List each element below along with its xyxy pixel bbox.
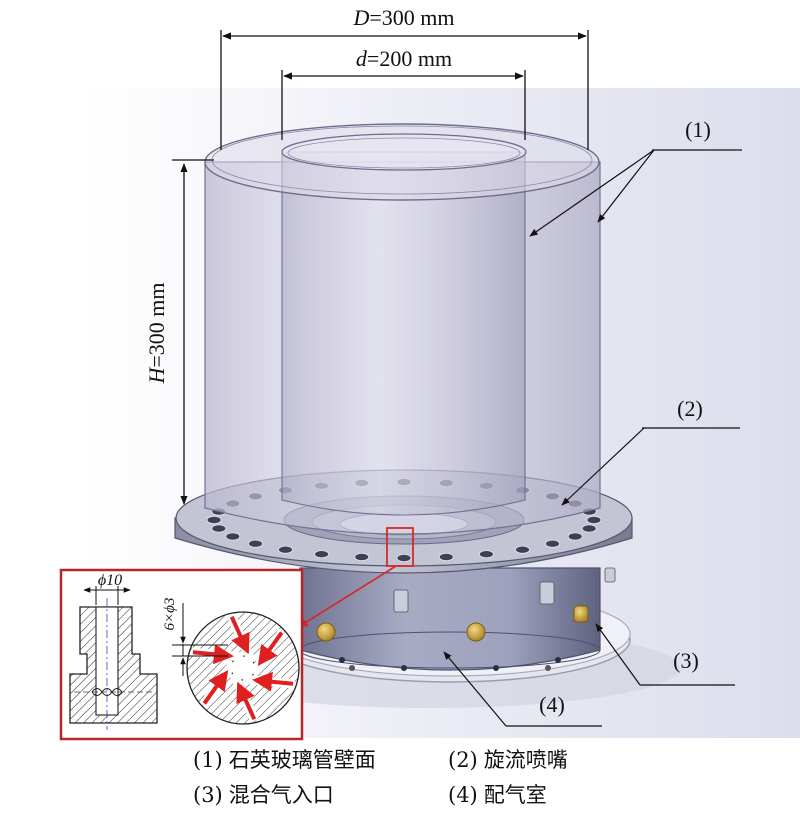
- nozzle-section-view: ϕ10: [69, 572, 158, 730]
- outer-diameter-value: =300 mm: [369, 5, 454, 30]
- height-symbol: H: [144, 367, 169, 385]
- legend-2-text: 旋流喷嘴: [484, 748, 568, 772]
- legend-4-text: 配气室: [484, 783, 547, 807]
- nozzle-hole: [248, 539, 263, 548]
- nozzle-hole: [225, 532, 241, 541]
- nozzle-hole: [478, 550, 494, 559]
- nozzle-detail-inset: ϕ10 6×ϕ3: [59, 568, 304, 741]
- nozzle-hole: [211, 524, 227, 533]
- holes-label: 6×ϕ3: [162, 598, 178, 631]
- flow-arrow: [192, 644, 234, 665]
- legend-3-number: (3): [193, 783, 223, 807]
- dimension-height: H=300 mm: [144, 159, 214, 505]
- nozzle-hole: [206, 516, 222, 525]
- dimension-inner-diameter: d=200 mm: [281, 46, 526, 140]
- height-value: =300 mm: [144, 282, 169, 367]
- legend-1-text: 石英玻璃管壁面: [229, 748, 376, 772]
- dimension-outer-diameter: D=300 mm: [220, 5, 589, 150]
- svg-text:d=200 mm: d=200 mm: [356, 46, 452, 71]
- svg-text:(2)旋流喷嘴: (2)旋流喷嘴: [448, 748, 568, 772]
- svg-text:(1)石英玻璃管壁面: (1)石英玻璃管壁面: [193, 748, 376, 772]
- swirl-slots: [190, 613, 296, 723]
- nozzle-hole: [396, 554, 412, 563]
- nozzle-hole: [586, 516, 602, 525]
- mixed-gas-inlet-fittings: [316, 605, 589, 642]
- swirl-top-view: 6×ϕ3: [162, 598, 300, 725]
- detail-pointer-arrow: [298, 565, 397, 627]
- callout-1-label: (1): [685, 117, 711, 142]
- callout-2-label: (2): [677, 396, 703, 421]
- legend-3-text: 混合气入口: [229, 783, 334, 807]
- callout-1: (1): [529, 117, 742, 237]
- inner-diameter-value: =200 mm: [367, 46, 452, 71]
- flow-arrow: [236, 681, 257, 721]
- gas-distribution-chamber: [299, 567, 616, 671]
- svg-text:(3)混合气入口: (3)混合气入口: [193, 783, 334, 807]
- flow-arrow: [202, 669, 229, 705]
- callout-2: (2): [561, 396, 740, 506]
- legend-2-number: (2): [448, 748, 478, 772]
- legend-4-number: (4): [448, 783, 478, 807]
- flow-arrow: [252, 671, 294, 692]
- nozzle-hole: [515, 545, 530, 554]
- nozzle-hole: [567, 532, 583, 541]
- callout-4-label: (4): [539, 692, 565, 717]
- nozzle-hole: [438, 553, 454, 562]
- callout-4: (4): [443, 651, 602, 727]
- bore-diameter-label: ϕ10: [98, 572, 122, 589]
- callout-3: (3): [595, 623, 735, 686]
- nozzle-hole: [545, 539, 560, 548]
- nozzle-hole: [354, 553, 370, 562]
- legend: (1)石英玻璃管壁面 (2)旋流喷嘴 (3)混合气入口 (4)配气室: [193, 748, 568, 807]
- svg-text:(4)配气室: (4)配气室: [448, 783, 547, 807]
- legend-1-number: (1): [193, 748, 223, 772]
- outer-diameter-symbol: D: [352, 5, 369, 30]
- quartz-glass-tubes: [204, 123, 601, 535]
- nozzle-hole: [581, 524, 597, 533]
- svg-text:H=300 mm: H=300 mm: [144, 282, 169, 384]
- svg-text:D=300 mm: D=300 mm: [352, 5, 454, 30]
- inner-diameter-symbol: d: [356, 46, 368, 71]
- nozzle-hole: [278, 545, 293, 554]
- flow-arrow: [257, 631, 284, 667]
- callout-3-label: (3): [673, 648, 699, 673]
- nozzle-hole: [314, 550, 330, 559]
- detail-highlight-box: [386, 527, 414, 567]
- flow-arrow: [229, 615, 250, 655]
